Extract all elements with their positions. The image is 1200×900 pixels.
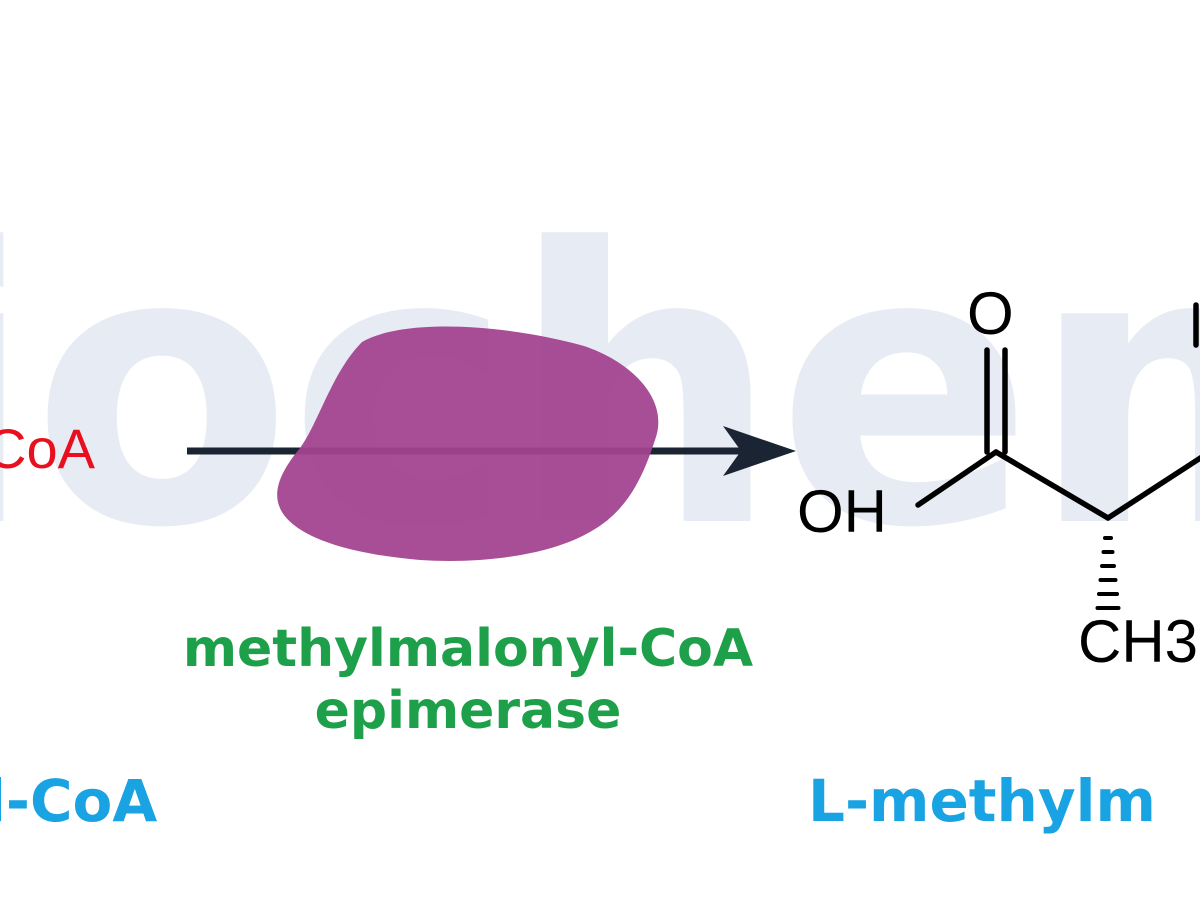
enzyme-blob	[277, 326, 659, 561]
enzyme-label-line2: epimerase	[314, 681, 622, 741]
hashed-wedge-bond	[1095, 536, 1121, 610]
atom-hydroxyl: OH	[797, 478, 887, 545]
substrate-name-label: l-CoA	[0, 767, 158, 835]
bond-c-calpha	[993, 449, 1111, 521]
atom-methyl: CH3	[1078, 608, 1199, 675]
product-name-label: L-methylm	[808, 767, 1156, 835]
bond-c-oh	[915, 449, 999, 508]
atom-carbonyl-oxygen: O	[967, 280, 1014, 347]
product-structure	[915, 302, 1200, 610]
reaction-arrow-head	[723, 426, 796, 476]
substrate-coa-label: CoA	[0, 417, 95, 480]
enzyme-label-line1: methylmalonyl-CoA	[182, 619, 754, 679]
enzyme-label: methylmalonyl-CoA epimerase	[148, 618, 788, 742]
bond-calpha-next	[1105, 454, 1200, 521]
